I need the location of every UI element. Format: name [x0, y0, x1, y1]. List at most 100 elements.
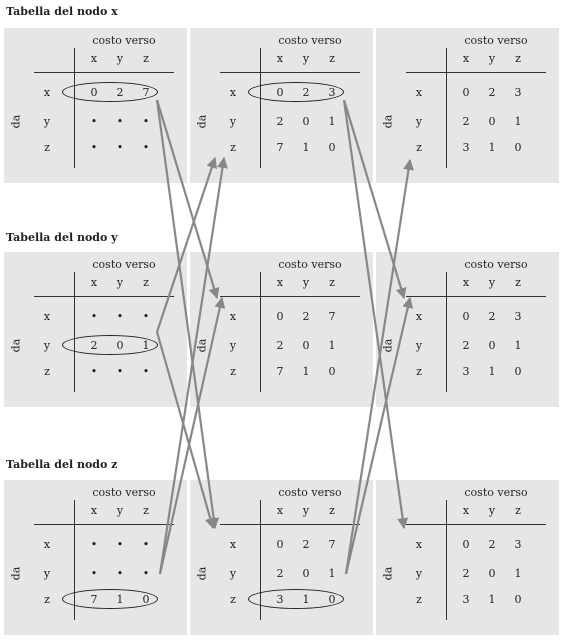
- row-divider: [74, 500, 75, 620]
- table-cell: 0: [462, 86, 470, 99]
- section-title: Tabella del nodo x: [6, 5, 118, 18]
- column-header: x: [90, 52, 98, 65]
- row-divider: [260, 500, 261, 620]
- table-cell: •: [116, 538, 124, 551]
- column-header: z: [143, 276, 149, 289]
- row-header: y: [43, 567, 51, 580]
- table-cell: 3: [462, 365, 470, 378]
- table-cell: 0: [328, 141, 336, 154]
- side-label-da: da: [195, 566, 209, 581]
- table-cell: 7: [328, 310, 336, 323]
- table-cell: •: [142, 141, 150, 154]
- table-cell: •: [90, 115, 98, 128]
- table-cell: 0: [302, 339, 310, 352]
- table-cell: 0: [462, 538, 470, 551]
- highlight-oval: [248, 589, 344, 609]
- table-cell: 2: [276, 115, 284, 128]
- column-header: y: [302, 276, 310, 289]
- column-header: x: [462, 52, 470, 65]
- row-header: z: [416, 141, 422, 154]
- table-cell: 0: [302, 567, 310, 580]
- table-cell: 7: [276, 141, 284, 154]
- column-header: z: [329, 504, 335, 517]
- table-cell: •: [90, 567, 98, 580]
- table-cell: 1: [328, 115, 336, 128]
- table-cell: 1: [514, 339, 522, 352]
- table-cell: 2: [276, 339, 284, 352]
- row-header: y: [229, 567, 237, 580]
- table-cell: 1: [302, 365, 310, 378]
- side-label-da: da: [381, 566, 395, 581]
- row-header: y: [415, 567, 423, 580]
- header-costo-verso: costo verso: [92, 258, 156, 271]
- table-cell: •: [116, 115, 124, 128]
- table-cell: 0: [488, 567, 496, 580]
- side-label-da: da: [9, 114, 23, 129]
- row-header: z: [230, 365, 236, 378]
- header-divider: [34, 296, 174, 297]
- row-header: x: [415, 538, 423, 551]
- header-divider: [220, 72, 360, 73]
- table-cell: 0: [514, 141, 522, 154]
- column-header: y: [488, 504, 496, 517]
- table-cell: •: [116, 310, 124, 323]
- side-label-da: da: [195, 114, 209, 129]
- header-divider: [34, 72, 174, 73]
- row-divider: [260, 272, 261, 392]
- column-header: x: [276, 276, 284, 289]
- table-cell: 0: [488, 339, 496, 352]
- column-header: y: [116, 276, 124, 289]
- table-cell: •: [90, 365, 98, 378]
- row-header: z: [44, 141, 50, 154]
- column-header: y: [116, 504, 124, 517]
- table-cell: 1: [302, 141, 310, 154]
- table-cell: 2: [462, 115, 470, 128]
- header-divider: [406, 296, 546, 297]
- header-costo-verso: costo verso: [278, 258, 342, 271]
- table-cell: 2: [302, 538, 310, 551]
- header-divider: [34, 524, 174, 525]
- side-label-da: da: [381, 338, 395, 353]
- table-cell: 3: [462, 141, 470, 154]
- row-header: x: [229, 538, 237, 551]
- column-header: y: [302, 52, 310, 65]
- row-divider: [74, 48, 75, 168]
- row-header: x: [415, 86, 423, 99]
- table-cell: 0: [276, 538, 284, 551]
- table-cell: 0: [328, 365, 336, 378]
- header-costo-verso: costo verso: [464, 486, 528, 499]
- column-header: z: [515, 276, 521, 289]
- column-header: x: [276, 504, 284, 517]
- table-cell: 0: [514, 593, 522, 606]
- table-cell: 0: [302, 115, 310, 128]
- table-cell: 0: [462, 310, 470, 323]
- column-header: z: [515, 52, 521, 65]
- table-cell: 3: [514, 86, 522, 99]
- column-header: y: [488, 52, 496, 65]
- row-header: y: [229, 115, 237, 128]
- row-divider: [446, 272, 447, 392]
- row-header: z: [416, 365, 422, 378]
- column-header: z: [143, 52, 149, 65]
- column-header: x: [90, 504, 98, 517]
- table-cell: 0: [276, 310, 284, 323]
- row-header: x: [43, 310, 51, 323]
- table-cell: 3: [514, 310, 522, 323]
- table-cell: 2: [488, 86, 496, 99]
- column-header: z: [329, 276, 335, 289]
- table-cell: •: [142, 567, 150, 580]
- highlight-oval: [62, 589, 158, 609]
- table-cell: 2: [462, 567, 470, 580]
- header-costo-verso: costo verso: [92, 34, 156, 47]
- column-header: x: [276, 52, 284, 65]
- row-header: z: [230, 141, 236, 154]
- table-cell: 3: [514, 538, 522, 551]
- highlight-oval: [248, 82, 344, 102]
- table-cell: 2: [462, 339, 470, 352]
- row-divider: [446, 500, 447, 620]
- table-cell: 7: [276, 365, 284, 378]
- table-cell: 1: [488, 593, 496, 606]
- column-header: y: [488, 276, 496, 289]
